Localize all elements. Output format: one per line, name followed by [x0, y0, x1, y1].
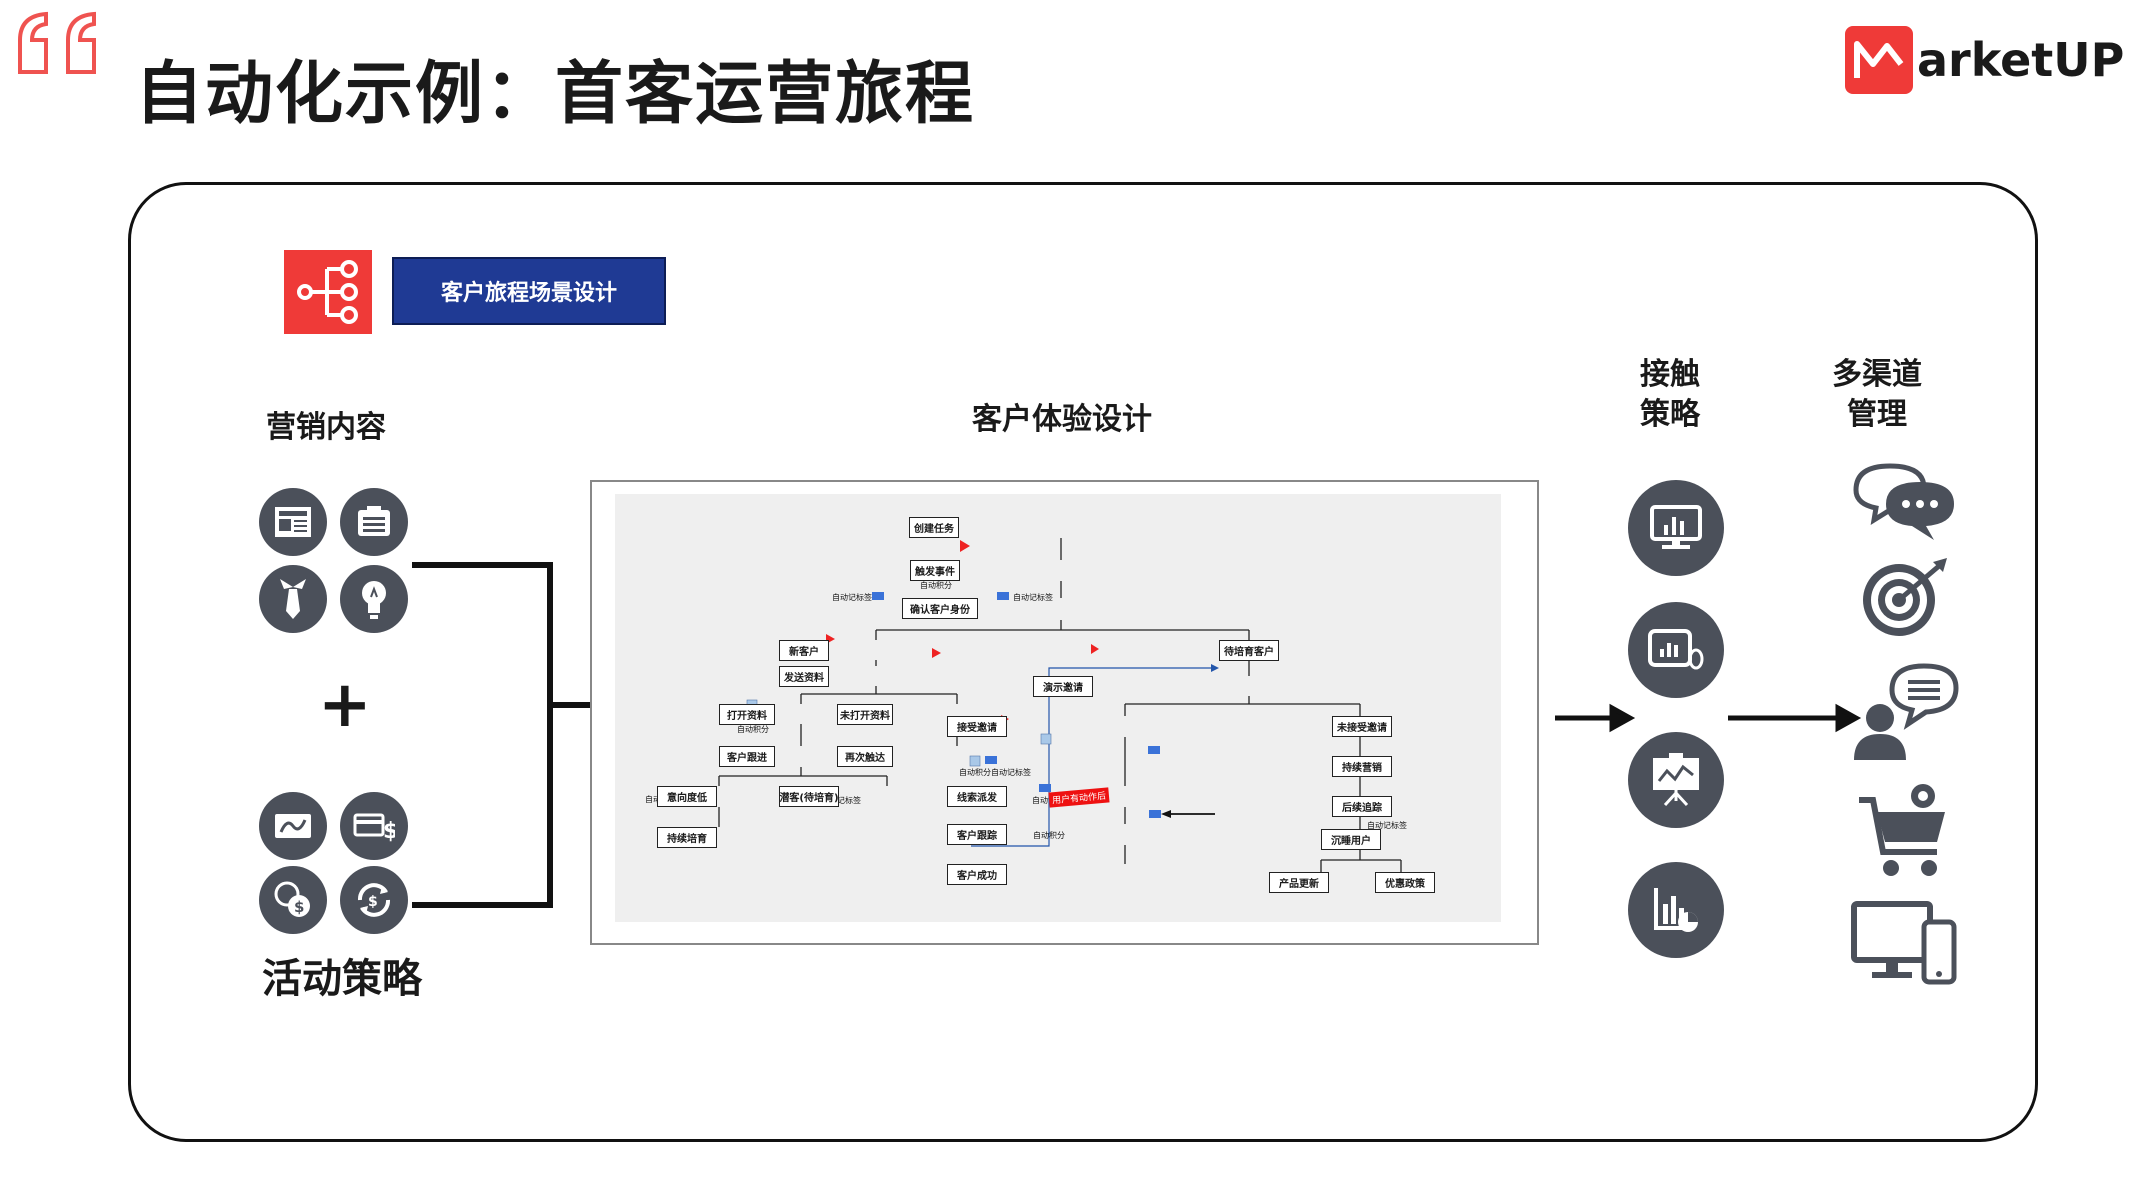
flow-node-continue-marketing: 持续营销: [1332, 756, 1392, 777]
svg-text:$: $: [368, 894, 378, 910]
flow-note-score-3: 自动积分: [1033, 831, 1065, 840]
flow-node-followup-track: 后续追踪: [1332, 796, 1392, 817]
brand-logo: arketUP: [1845, 24, 2124, 96]
flow-node-discount-policy: 优惠政策: [1375, 872, 1435, 893]
flow-node-accept: 接受邀请: [947, 716, 1007, 737]
flow-node-new-customer: 新客户: [779, 640, 829, 661]
credit-card-icon: $: [340, 792, 408, 860]
M-logo-icon: [1845, 26, 1913, 94]
currency-exchange-icon: $: [259, 866, 327, 934]
journey-branch-icon: [284, 250, 372, 334]
flow-node-low-intent: 意向度低: [657, 786, 717, 807]
flow-node-customer-track: 客户跟踪: [947, 824, 1007, 845]
document-icon: [340, 488, 408, 556]
svg-text:$: $: [383, 819, 395, 842]
logo-text: arketUP: [1917, 33, 2125, 87]
flow-note-score-tag: 自动积分自动记标签: [959, 768, 1031, 777]
news-icon: [259, 488, 327, 556]
experience-design-heading: 客户体验设计: [972, 402, 1152, 437]
flow-node-demo-invite: 演示邀请: [1033, 676, 1093, 697]
flow-node-not-accept: 未接受邀请: [1332, 716, 1392, 737]
flow-node-confirm-identity: 确认客户身份: [902, 598, 978, 619]
flow-note-score-2: 自动积分: [737, 725, 769, 734]
flow-node-send-material: 发送资料: [779, 666, 829, 687]
flow-node-customer-success: 客户成功: [947, 864, 1007, 885]
scene-design-label: 客户旅程场景设计: [392, 257, 666, 325]
marketing-content-heading: 营销内容: [266, 410, 386, 445]
flow-node-opened: 打开资料: [719, 704, 775, 725]
quote-mark-icon: [18, 11, 96, 74]
flow-node-resend: 再次触达: [837, 746, 893, 767]
activity-strategy-heading: 活动策略: [262, 956, 422, 1002]
tablet-chart-icon: [1628, 602, 1724, 698]
chat-rating-icon: [1850, 460, 1960, 544]
flow-note-score-1: 自动积分: [920, 581, 952, 590]
refresh-money-icon: $: [340, 866, 408, 934]
flow-node-prospect: 潜客(待培育): [779, 786, 839, 807]
flow-note-tag-left: 自动记标签: [832, 593, 872, 602]
flow-node-nurture: 持续培育: [657, 827, 717, 848]
flow-node-create-task: 创建任务: [909, 517, 959, 538]
tie-icon: [259, 565, 327, 633]
flow-node-lead-dispatch: 线索派发: [947, 786, 1007, 807]
flow-node-to-nurture: 待培育客户: [1219, 640, 1279, 661]
flow-node-product-update: 产品更新: [1269, 872, 1329, 893]
page-title: 自动化示例：首客运营旅程: [135, 55, 976, 134]
flow-node-follow-up: 客户跟进: [719, 746, 775, 767]
target-icon: [1850, 554, 1960, 640]
support-chat-icon: [1850, 660, 1960, 764]
multi-device-icon: [1850, 898, 1960, 988]
touch-strategy-heading: 接触 策略: [1640, 357, 1700, 432]
monitor-chart-icon: [1628, 480, 1724, 576]
flow-node-not-opened: 未打开资料: [837, 704, 893, 725]
bank-card-icon: [259, 792, 327, 860]
plus-sign: +: [318, 668, 372, 742]
svg-text:$: $: [294, 898, 304, 916]
content-frame: [128, 182, 2038, 1142]
flow-note-tag-right: 自动记标签: [1013, 593, 1053, 602]
flow-note-tag-4: 自动记标签: [821, 796, 861, 805]
presentation-board-icon: [1628, 732, 1724, 828]
journey-diagram: 创建任务 触发事件 自动积分 确认客户身份 自动记标签 自动记标签 新客户 发送…: [615, 494, 1501, 922]
flow-node-trigger: 触发事件: [910, 560, 960, 581]
shopping-cart-icon: [1850, 778, 1960, 884]
lightbulb-icon: [340, 565, 408, 633]
flow-note-tag-6: 自动记标签: [1367, 821, 1407, 830]
report-chart-icon: [1628, 862, 1724, 958]
flow-node-silent-user: 沉睡用户: [1321, 829, 1381, 850]
channel-management-heading: 多渠道 管理: [1832, 357, 1922, 432]
